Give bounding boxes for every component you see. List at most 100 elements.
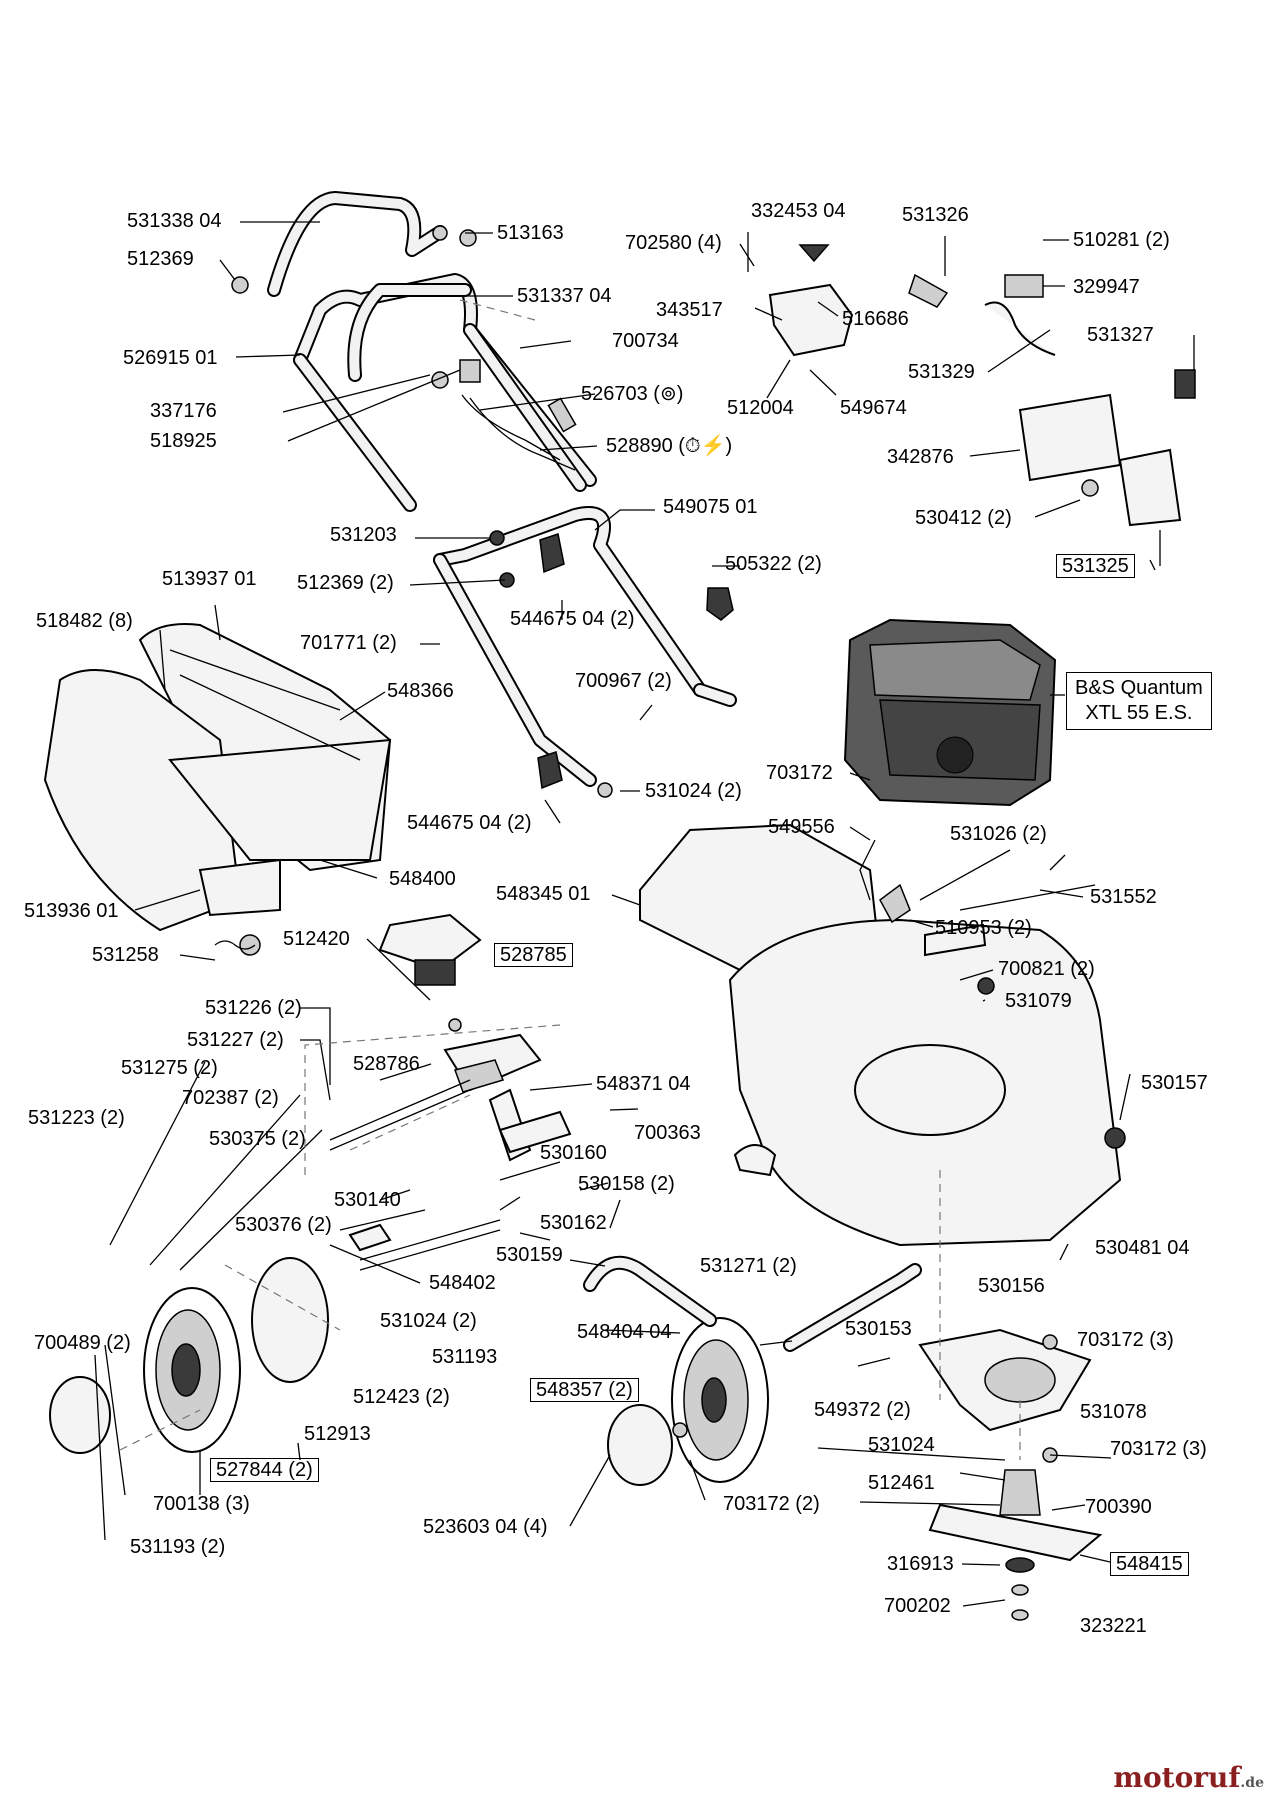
- part-label-518482-8: 518482 (8): [36, 610, 133, 632]
- part-label-512913: 512913: [304, 1423, 371, 1445]
- part-label-530375-2: 530375 (2): [209, 1128, 306, 1150]
- part-label-316913: 316913: [887, 1553, 954, 1575]
- watermark-logo: motoruf.de: [1113, 1761, 1264, 1794]
- part-label-332453-04: 332453 04: [751, 200, 846, 222]
- part-label-700967-2: 700967 (2): [575, 670, 672, 692]
- part-label-548415: 548415: [1110, 1552, 1189, 1576]
- part-label-531227-2: 531227 (2): [187, 1029, 284, 1051]
- part-label-531226-2: 531226 (2): [205, 997, 302, 1019]
- part-label-548357-2: 548357 (2): [530, 1378, 639, 1402]
- blade-assembly: [239, 913, 1126, 1621]
- part-label-548400: 548400: [389, 868, 456, 890]
- part-label-512420: 512420: [283, 928, 350, 950]
- part-label-703172-3-upper: 703172 (3): [1077, 1329, 1174, 1351]
- engine-model-line-2: XTL 55 E.S.: [1085, 702, 1193, 724]
- part-label-528786: 528786: [353, 1053, 420, 1075]
- part-label-530159: 530159: [496, 1244, 563, 1266]
- part-label-523603-04-4: 523603 04 (4): [423, 1516, 548, 1538]
- electric-parts: [768, 244, 1196, 527]
- part-label-531203: 531203: [330, 524, 397, 546]
- part-label-528785: 528785: [494, 943, 573, 967]
- part-label-702580-4: 702580 (4): [625, 232, 722, 254]
- part-label-531338-04: 531338 04: [127, 210, 222, 232]
- spring-and-bolts: [214, 839, 1096, 995]
- part-label-530162: 530162: [540, 1212, 607, 1234]
- part-label-513936-01: 513936 01: [24, 900, 119, 922]
- part-label-531024-2-axle: 531024 (2): [380, 1310, 477, 1332]
- dashed-guides: [119, 299, 1021, 1460]
- part-label-544675-04-2-lower: 544675 04 (2): [407, 812, 532, 834]
- part-label-531337-04: 531337 04: [517, 285, 612, 307]
- part-label-530412-2: 530412 (2): [915, 507, 1012, 529]
- grass-catcher: [43, 623, 392, 932]
- part-label-526703: 526703 (⊚): [581, 383, 684, 405]
- part-label-700138-3: 700138 (3): [153, 1493, 250, 1515]
- part-label-342876: 342876: [887, 446, 954, 468]
- part-label-343517: 343517: [656, 299, 723, 321]
- part-label-531223-2: 531223 (2): [28, 1107, 125, 1129]
- handle-bottom-frame: [433, 506, 737, 787]
- part-label-513937-01: 513937 01: [162, 568, 257, 590]
- part-label-513163: 513163: [497, 222, 564, 244]
- part-label-549075-01: 549075 01: [663, 496, 758, 518]
- part-label-700363: 700363: [634, 1122, 701, 1144]
- part-label-700202: 700202: [884, 1595, 951, 1617]
- part-label-531078: 531078: [1080, 1401, 1147, 1423]
- part-label-531329: 531329: [908, 361, 975, 383]
- part-label-531024: 531024: [868, 1434, 935, 1456]
- part-label-516686: 516686: [842, 308, 909, 330]
- handle-lower-frame: [293, 273, 597, 512]
- part-label-549556: 549556: [768, 816, 835, 838]
- engine-model-line-1: B&S Quantum: [1075, 677, 1203, 699]
- part-label-531024-2-handle: 531024 (2): [645, 780, 742, 802]
- part-label-531275-2: 531275 (2): [121, 1057, 218, 1079]
- part-label-549674: 549674: [840, 397, 907, 419]
- part-label-531193: 531193: [432, 1346, 498, 1368]
- chute-and-housing: [639, 823, 1122, 1247]
- part-label-548404-04: 548404 04: [577, 1321, 672, 1343]
- part-label-505322-2: 505322 (2): [725, 553, 822, 575]
- part-label-700821-2: 700821 (2): [998, 958, 1095, 980]
- part-label-548345-01: 548345 01: [496, 883, 591, 905]
- part-label-544675-04-2-upper: 544675 04 (2): [510, 608, 635, 630]
- engine-model-label: B&S Quantum XTL 55 E.S.: [1066, 672, 1212, 730]
- part-label-512369-2: 512369 (2): [297, 572, 394, 594]
- part-label-512004: 512004: [727, 397, 794, 419]
- part-label-530160: 530160: [540, 1142, 607, 1164]
- part-label-323221: 323221: [1080, 1615, 1147, 1637]
- part-label-329947: 329947: [1073, 276, 1140, 298]
- part-label-548402: 548402: [429, 1272, 496, 1294]
- part-label-701771-2: 701771 (2): [300, 632, 397, 654]
- part-label-512369: 512369: [127, 248, 194, 270]
- part-label-512461: 512461: [868, 1472, 935, 1494]
- part-label-530481-04: 530481 04: [1095, 1237, 1190, 1259]
- front-axle: [583, 1255, 922, 1352]
- cable-clamps: [231, 225, 734, 798]
- part-label-531079: 531079: [1005, 990, 1072, 1012]
- watermark-brand: motoruf: [1113, 1761, 1241, 1794]
- part-label-702387-2: 702387 (2): [182, 1087, 279, 1109]
- part-label-512423-2: 512423 (2): [353, 1386, 450, 1408]
- part-label-531327: 531327: [1087, 324, 1154, 346]
- part-label-700734: 700734: [612, 330, 679, 352]
- handle-upper-bar: [267, 191, 447, 297]
- part-label-531193-2: 531193 (2): [130, 1536, 226, 1558]
- part-label-548371-04: 548371 04: [596, 1073, 691, 1095]
- part-label-531325: 531325: [1056, 554, 1135, 578]
- part-label-549372-2: 549372 (2): [814, 1399, 911, 1421]
- part-label-530140: 530140: [334, 1189, 401, 1211]
- part-label-531026-2: 531026 (2): [950, 823, 1047, 845]
- part-label-526915-01: 526915 01: [123, 347, 218, 369]
- part-label-530153: 530153: [845, 1318, 912, 1340]
- part-label-548366: 548366: [387, 680, 454, 702]
- part-label-530158-2: 530158 (2): [578, 1173, 675, 1195]
- cables: [461, 394, 576, 471]
- part-label-531271-2: 531271 (2): [700, 1255, 797, 1277]
- part-label-703172-3-lower: 703172 (3): [1110, 1438, 1207, 1460]
- part-label-700390: 700390: [1085, 1496, 1152, 1518]
- front-wheel: [607, 1317, 769, 1486]
- part-label-530157: 530157: [1141, 1072, 1208, 1094]
- part-label-510281-2: 510281 (2): [1073, 229, 1170, 251]
- rear-wheel: [49, 1257, 329, 1454]
- part-label-531326: 531326: [902, 204, 969, 226]
